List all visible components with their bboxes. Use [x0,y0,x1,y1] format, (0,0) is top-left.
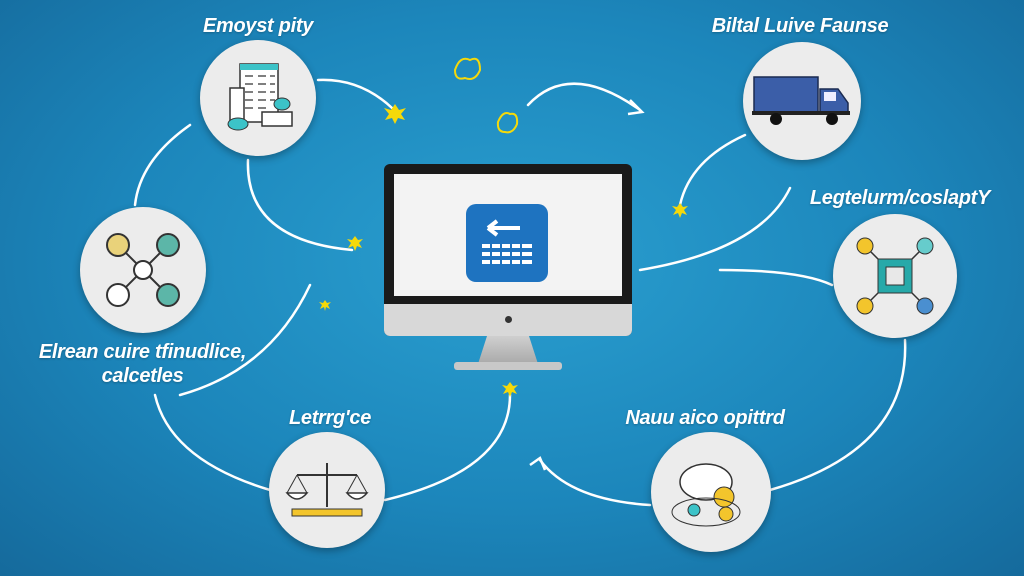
node-label-bottom-left: Letrrg'ce [288,407,372,429]
node-top-right[interactable] [743,42,861,160]
network-hub-icon [856,237,934,315]
node-label-bottom-right: Nauu aico opittrd [625,407,785,429]
scales-icon [285,463,369,517]
node-label-top-right: Biltal Luive Faunse [711,15,889,37]
monitor-stand [478,336,538,364]
node-label-left: Elrean cuire tfinudlice, calcetles [38,341,247,387]
node-left[interactable] [80,207,206,333]
monitor-screen [394,174,622,296]
node-label-top-left: Emoyst pity [202,15,314,37]
delivery-truck-icon [752,76,850,125]
node-top-left[interactable] [200,40,316,156]
coins-icon [671,463,741,527]
back-arrow-keyboard-icon[interactable] [466,204,548,282]
star-icons [319,104,688,397]
node-label-right: Legtelurm/coslaptY [809,187,991,209]
connected-nodes-icon [106,233,180,307]
computer-monitor-icon [384,164,632,336]
node-right[interactable] [833,214,957,338]
node-bottom-right[interactable] [651,432,771,552]
node-bottom-left[interactable] [269,432,385,548]
office-building-icon [227,63,293,131]
monitor-base [454,362,562,370]
